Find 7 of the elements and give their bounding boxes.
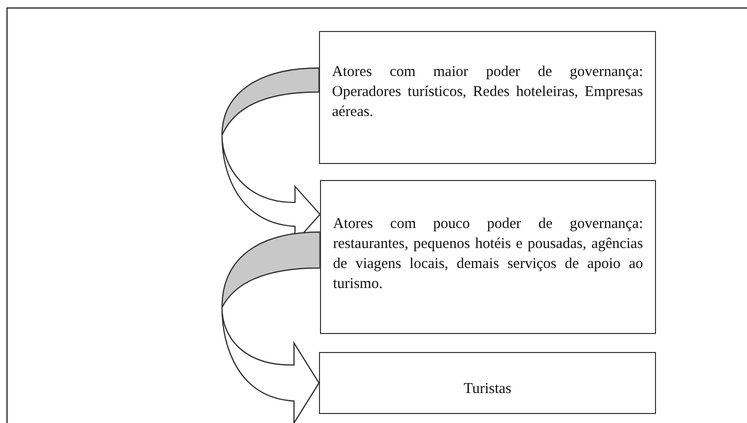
text-box (320, 180, 656, 334)
curved-block-arrow (221, 231, 321, 423)
box-text: Atores com maior poder de governança: Operadores turísticos, Redes hoteleiras, Empresas aéreas. (332, 63, 643, 122)
text-box (319, 31, 656, 164)
box-text: Atores com pouco poder de governança: restaurantes, pequenos hotéis e pousadas, agências de viagens locais, demais serviços de apoio ao turismo. (333, 215, 643, 294)
box-text: Turistas (462, 380, 512, 399)
text-box (319, 352, 656, 414)
